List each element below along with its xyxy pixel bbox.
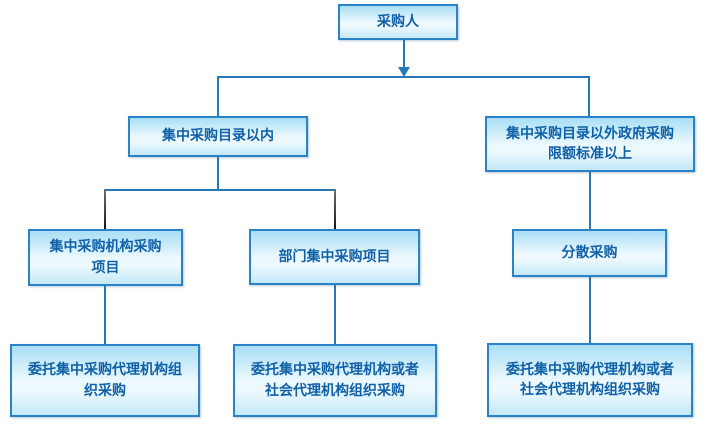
node-entrust-central-agency: 委托集中采购代理机构组 织采购 (10, 344, 200, 417)
connector-purchaser-down (403, 40, 405, 68)
connector-to-outside-catalog (588, 76, 590, 116)
node-within-catalog-label: 集中采购目录以内 (162, 128, 274, 145)
node-decentralized-procurement-label: 分散采购 (561, 244, 618, 261)
connector-to-dept-central (334, 189, 336, 229)
node-department-central-project-label: 部门集中采购项目 (278, 248, 391, 265)
node-entrust-central-or-social-right: 委托集中采购代理机构或者 社会代理机构组织采购 (487, 343, 693, 417)
node-decentralized-procurement: 分散采购 (512, 229, 667, 277)
node-outside-catalog: 集中采购目录以外政府采购 限额标准以上 (485, 116, 695, 172)
node-entrust-central-or-social-right-label: 委托集中采购代理机构或者 社会代理机构组织采购 (506, 361, 674, 398)
arrow-down-icon (398, 67, 410, 77)
connector-central-agency-down (104, 286, 106, 344)
connector-to-within-catalog (217, 76, 219, 116)
node-entrust-central-agency-label: 委托集中采购代理机构组 织采购 (28, 362, 182, 399)
connector-level1-split (217, 76, 590, 78)
connector-within-catalog-down (217, 157, 219, 191)
node-entrust-central-or-social-mid: 委托集中采购代理机构或者 社会代理机构组织采购 (233, 344, 437, 417)
node-within-catalog: 集中采购目录以内 (128, 116, 308, 157)
connector-to-decentralized (589, 172, 591, 229)
node-purchaser-label: 采购人 (377, 13, 419, 30)
node-department-central-project: 部门集中采购项目 (249, 229, 420, 285)
node-central-agency-project: 集中采购机构采购 项目 (28, 229, 183, 286)
connector-level2-split (104, 189, 336, 191)
connector-to-central-agency (104, 189, 106, 229)
node-entrust-central-or-social-mid-label: 委托集中采购代理机构或者 社会代理机构组织采购 (251, 362, 419, 399)
node-outside-catalog-label: 集中采购目录以外政府采购 限额标准以上 (506, 125, 674, 162)
connector-decentralized-down (589, 277, 591, 343)
node-purchaser: 采购人 (338, 4, 458, 40)
connector-dept-central-down (334, 285, 336, 344)
node-central-agency-project-label: 集中采购机构采购 项目 (49, 239, 162, 276)
